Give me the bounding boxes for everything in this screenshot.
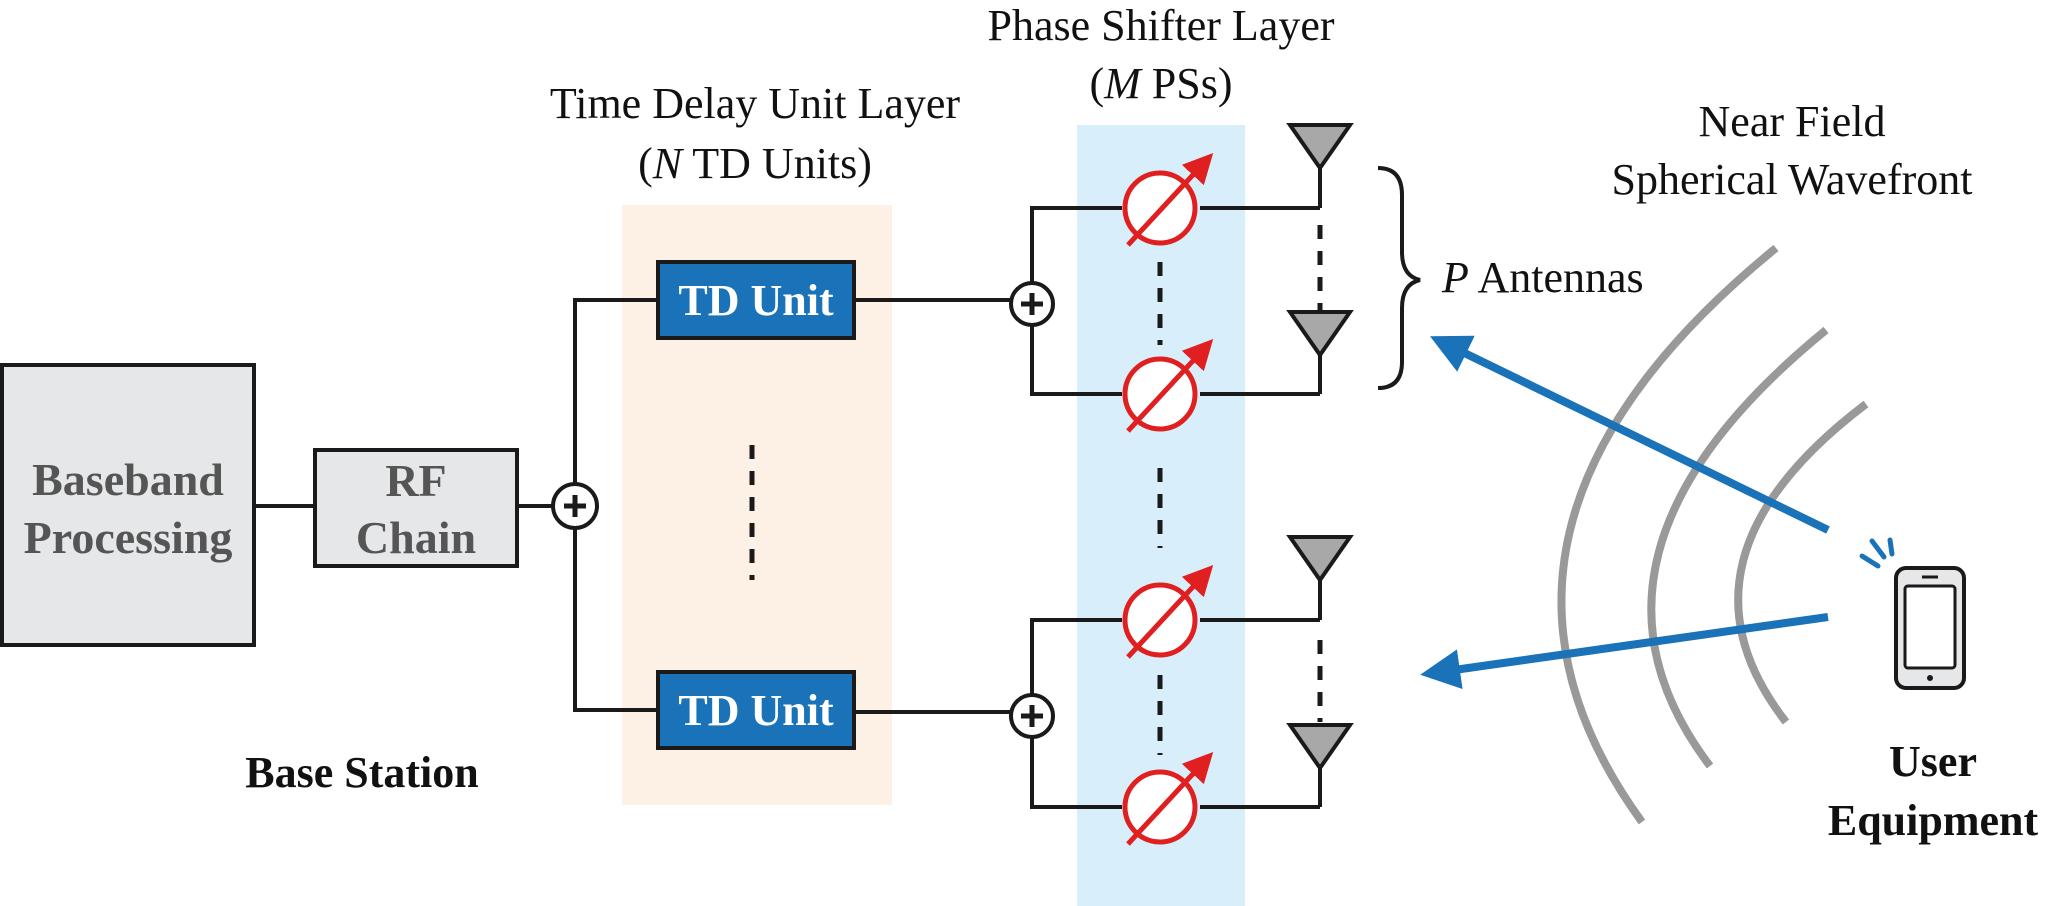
antennas-label: P Antennas (1441, 253, 1644, 302)
td-unit-top: TD Unit (656, 260, 856, 340)
td-unit-top-label: TD Unit (678, 276, 834, 325)
td-unit-bottom-label: TD Unit (678, 686, 834, 735)
antenna-2 (1286, 310, 1354, 394)
rf-chain-label-line1: RF (385, 455, 446, 506)
td-unit-bottom: TD Unit (656, 670, 856, 750)
spherical-wavefront (1557, 244, 1869, 825)
phase-shifter-1 (1122, 152, 1214, 247)
splitter-node (551, 482, 599, 530)
wavefront-label-line2: Spherical Wavefront (1612, 155, 1973, 204)
antenna-4 (1286, 723, 1354, 807)
phase-shifter-2 (1122, 338, 1214, 433)
phase-shifter-3 (1122, 564, 1214, 659)
antenna-3 (1286, 535, 1354, 620)
antenna-1 (1286, 123, 1354, 208)
ps-layer-title-line2: (M PSs) (1089, 59, 1232, 108)
baseband-label-line2: Processing (24, 512, 233, 563)
ps-layer-title-line1: Phase Shifter Layer (988, 1, 1335, 50)
combiner-top (1009, 281, 1055, 327)
phase-shifter-4 (1122, 751, 1214, 846)
user-equipment-label-line1: User (1889, 737, 1977, 786)
combiner-bottom (1009, 693, 1055, 739)
rf-chain-block: RF Chain (313, 448, 519, 568)
td-layer-title-line1: Time Delay Unit Layer (550, 79, 961, 128)
user-equipment-label-line2: Equipment (1828, 796, 2039, 845)
signal-arrow-lower (1420, 613, 1829, 689)
wavefront-label-line1: Near Field (1699, 97, 1886, 146)
antenna-group-brace (1377, 166, 1421, 390)
phone-icon (1894, 566, 1966, 690)
rf-chain-label-line2: Chain (356, 512, 476, 563)
signal-arrow-upper (1430, 335, 1830, 534)
td-layer-title-line2: (N TD Units) (638, 139, 872, 188)
base-station-label: Base Station (245, 748, 478, 797)
baseband-label-line1: Baseband (32, 454, 224, 505)
baseband-processing-block: Baseband Processing (0, 363, 256, 647)
signal-icon (1859, 537, 1895, 569)
